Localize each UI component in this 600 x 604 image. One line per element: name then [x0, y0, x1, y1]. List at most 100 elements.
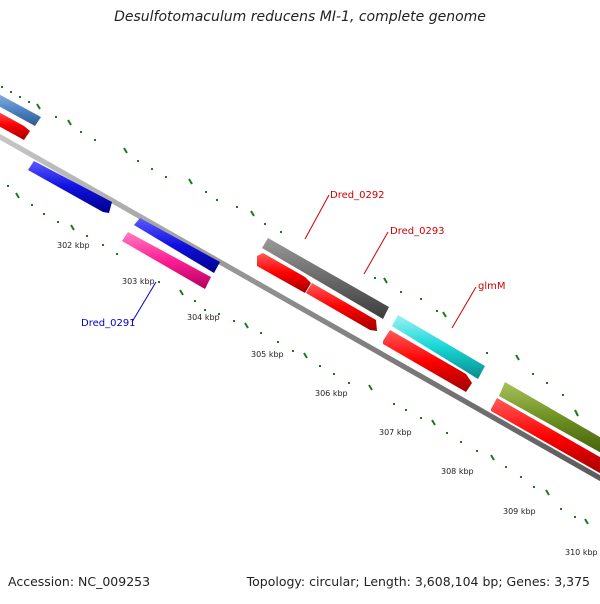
track-dot [151, 168, 153, 170]
track-dot [80, 131, 82, 133]
gene-blue-303[interactable] [134, 218, 220, 273]
genome-summary-text: Topology: circular; Length: 3,608,104 bp… [246, 574, 590, 589]
track-dot [158, 281, 160, 283]
track-tick [67, 119, 72, 126]
track-dot [236, 206, 238, 208]
scale-label-304: 304 kbp [187, 313, 220, 322]
track-dot [393, 403, 395, 405]
track-tick [490, 454, 495, 461]
track-dot [319, 365, 321, 367]
track-tick [431, 419, 436, 426]
track-dot [102, 244, 104, 246]
scale-label-308: 308 kbp [441, 467, 474, 476]
scale-label-310: 310 kbp [565, 548, 598, 557]
track-dot [476, 450, 478, 452]
track-tick [250, 210, 255, 217]
track-tick [584, 518, 589, 525]
track-dot [10, 91, 12, 93]
track-dot [280, 231, 282, 233]
track-dot [216, 199, 218, 201]
track-dot [7, 185, 9, 187]
scale-label-307: 307 kbp [379, 428, 412, 437]
track-dot [562, 394, 564, 396]
track-dot [31, 204, 33, 206]
scale-label-305: 305 kbp [251, 350, 284, 359]
track-dot [264, 223, 266, 225]
track-dot [505, 466, 507, 468]
gene-label-glmm[interactable]: glmM [478, 281, 506, 292]
gene-steelblue[interactable] [0, 92, 41, 126]
track-dot [374, 277, 376, 279]
track-dot [533, 486, 535, 488]
track-dot [57, 221, 59, 223]
track-tick [123, 147, 128, 154]
track-dot [165, 176, 167, 178]
track-tick [442, 311, 447, 318]
track-tick [70, 224, 75, 231]
track-dot [486, 352, 488, 354]
gene-dred-0293[interactable] [306, 283, 377, 331]
track-dot [532, 373, 534, 375]
callout-line-dred-0292 [304, 194, 330, 240]
gene-label-dred-0292[interactable]: Dred_0292 [330, 190, 385, 201]
track-dot [400, 291, 402, 293]
track-tick [515, 354, 520, 361]
track-tick [179, 289, 184, 296]
track-dot [405, 409, 407, 411]
track-tick [244, 322, 249, 329]
track-dot [446, 432, 448, 434]
gene-blue-302[interactable] [28, 161, 112, 213]
track-dot [420, 298, 422, 300]
callout-line-dred-0291 [131, 281, 157, 323]
track-tick [545, 489, 550, 496]
gene-label-dred-0291[interactable]: Dred_0291 [81, 318, 136, 329]
track-tick [188, 178, 193, 185]
track-tick [368, 384, 373, 391]
scale-label-309: 309 kbp [503, 507, 536, 516]
gene-callouts [131, 194, 477, 329]
track-dot [420, 417, 422, 419]
track-dot [205, 191, 207, 193]
gene-cds-top-left[interactable] [0, 110, 30, 140]
track-tick [574, 409, 579, 417]
track-tick [383, 277, 388, 284]
track-tick [303, 352, 308, 359]
track-dot [560, 508, 562, 510]
callout-line-glmm [451, 286, 477, 329]
track-dot [348, 382, 350, 384]
track-dot [277, 341, 279, 343]
gene-label-dred-0293[interactable]: Dred_0293 [390, 226, 445, 237]
scale-label-302: 302 kbp [57, 241, 90, 250]
gene-cds-308[interactable] [491, 398, 600, 476]
gene-dred-0292[interactable] [262, 238, 389, 319]
track-dot [137, 160, 139, 162]
scale-labels: 302 kbp 303 kbp 304 kbp 305 kbp 306 kbp … [57, 241, 598, 557]
track-dot [460, 441, 462, 443]
track-tick [15, 192, 20, 199]
gene-olive[interactable] [499, 382, 600, 455]
accession-text: Accession: NC_009253 [8, 574, 151, 589]
track-dot [436, 310, 438, 312]
scale-label-303: 303 kbp [122, 277, 155, 286]
track-dot [86, 235, 88, 237]
gene-cds-306[interactable] [383, 330, 472, 392]
gene-glmm[interactable] [392, 315, 485, 379]
track-dot [520, 476, 522, 478]
track-dot [574, 516, 576, 518]
track-dot [292, 350, 294, 352]
inner-scale-track [7, 185, 589, 525]
gene-cds-305[interactable] [257, 253, 311, 293]
track-dot [260, 332, 262, 334]
genome-backbone [0, 133, 600, 482]
gene-dred-0291[interactable] [122, 232, 211, 289]
track-dot [546, 382, 548, 384]
track-dot [116, 253, 118, 255]
track-dot [28, 101, 30, 103]
track-dot [55, 116, 57, 118]
track-dot [233, 320, 235, 322]
track-dot [94, 139, 96, 141]
callout-line-dred-0293 [363, 231, 389, 275]
track-tick [36, 103, 41, 110]
